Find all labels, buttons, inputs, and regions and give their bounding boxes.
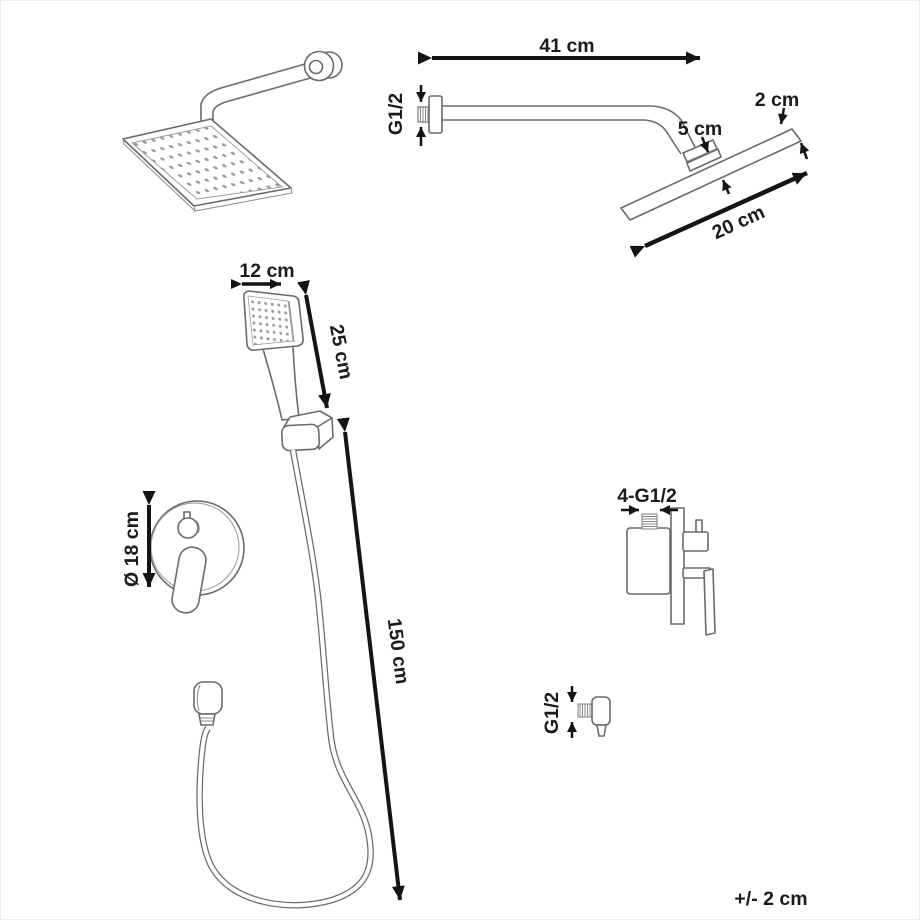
wall-flange-inner [308,59,324,75]
holder-front [280,423,321,452]
dim-arrow-25cm [297,280,331,409]
outlet-body [591,696,611,726]
dim-arrow-2cm-bottom [799,142,810,160]
dimension-arrows [142,51,810,901]
dim-arrow-5cm-bottom [721,179,732,195]
dim-arrow-5cm-top [699,136,710,153]
valve-lever-handle [703,568,716,636]
dim-arrow-2cm-top [777,107,788,125]
hand-shower-width-label: 12 cm [239,260,294,282]
valve-knob [682,531,709,552]
valve-body [626,527,671,595]
mixer-valve-side-view [626,507,716,636]
overhead-shower-isometric [122,50,343,213]
head-connector-pad [686,148,722,172]
hose-elbow-nut [198,713,216,726]
head-thickness-label: 2 cm [755,89,799,111]
mixer-lever [171,546,207,614]
mixer-plate-illustration [149,500,245,614]
head-width-label: 20 cm [709,201,768,244]
connector-height-label: 5 cm [678,118,722,140]
arm-thread-label: G1/2 [385,93,407,135]
wall-outlet-elbow-illustration [577,696,611,737]
dim-arrow-20cm [629,170,808,258]
tolerance-note: +/- 2 cm [734,888,807,910]
valve-wall-plate [670,507,685,625]
dim-arrow-150cm [336,417,405,901]
hose-length-label: 150 cm [383,617,413,685]
mixer-diameter-label: Ø 18 cm [121,511,143,587]
hand-shower-illustration [243,290,334,452]
valve-connections-label: 4-G1/2 [617,485,677,507]
arm-length-label: 41 cm [539,35,594,57]
hand-shower-length-label: 25 cm [325,323,357,381]
outlet-nozzle [596,724,607,737]
rain-head-spray-face [131,125,284,200]
diverter-knob [177,517,199,539]
hand-shower-handle [262,345,300,421]
outlet-thread-label: G1/2 [541,692,563,734]
hand-shower-spray-face [247,295,294,346]
arm-wall-flange [428,95,443,134]
